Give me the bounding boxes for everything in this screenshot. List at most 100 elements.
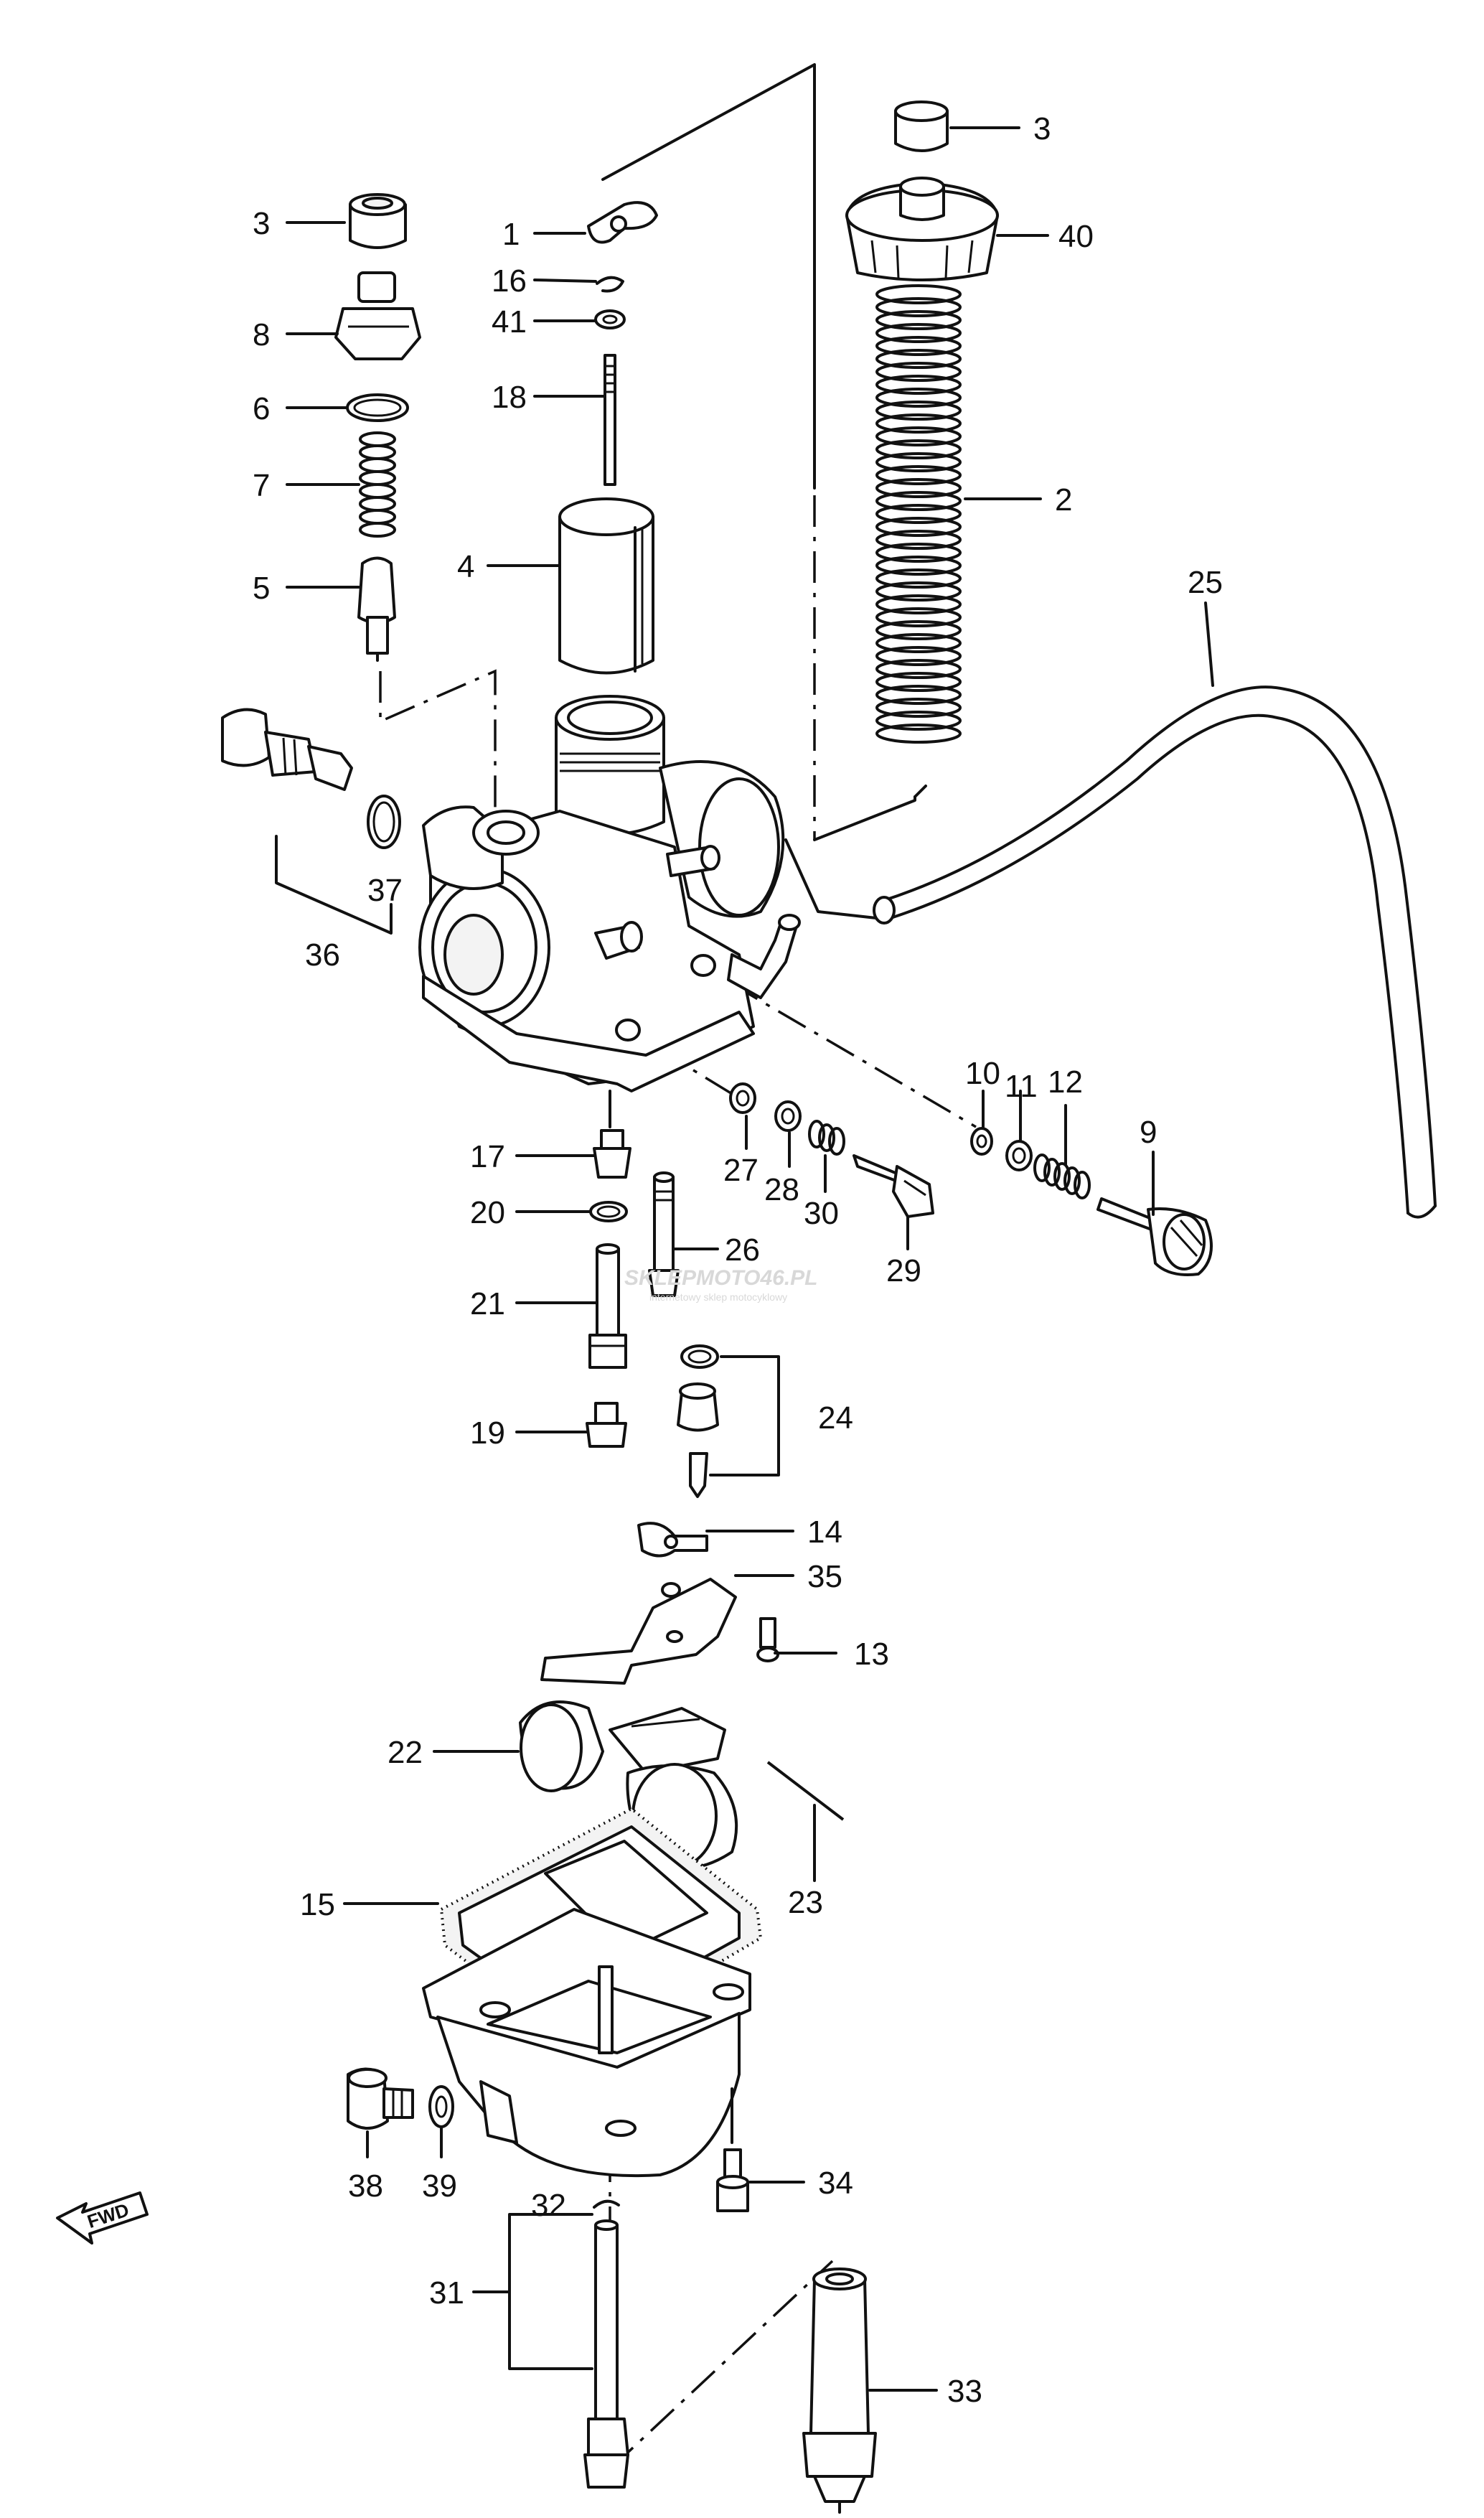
spring-coil bbox=[875, 633, 962, 653]
jet-17 bbox=[593, 1129, 631, 1179]
spring-coil bbox=[875, 310, 962, 330]
spring-coil bbox=[875, 362, 962, 382]
callout-12: 12 bbox=[1048, 1064, 1083, 1100]
spring-coil bbox=[875, 568, 962, 589]
callout-41: 41 bbox=[492, 304, 527, 340]
callout-15: 15 bbox=[300, 1887, 335, 1922]
clip-32 bbox=[593, 2199, 620, 2209]
callout-7: 7 bbox=[253, 468, 270, 503]
washer-39 bbox=[428, 2085, 454, 2128]
o-ring-20 bbox=[589, 1201, 628, 1222]
callout-21: 21 bbox=[470, 1286, 505, 1321]
callout-6: 6 bbox=[253, 391, 270, 426]
washer-27 bbox=[729, 1082, 756, 1114]
spring-coil bbox=[875, 465, 962, 485]
plate-35 bbox=[540, 1578, 737, 1685]
callout-26: 26 bbox=[725, 1232, 760, 1268]
callout-40: 40 bbox=[1058, 219, 1094, 254]
callout-5: 5 bbox=[253, 571, 270, 606]
air-screw-29 bbox=[853, 1154, 934, 1218]
spring-12 bbox=[1033, 1153, 1091, 1199]
spring-coil bbox=[875, 491, 962, 511]
callout-36: 36 bbox=[305, 937, 340, 973]
spring-coil bbox=[875, 543, 962, 563]
screw-34 bbox=[716, 2148, 749, 2212]
spring-coil bbox=[875, 685, 962, 705]
spring-coil bbox=[875, 517, 962, 537]
spring-coil bbox=[875, 672, 962, 692]
float-valve-24 bbox=[677, 1344, 780, 1498]
callout-19: 19 bbox=[470, 1415, 505, 1451]
callout-29: 29 bbox=[886, 1253, 921, 1288]
jet-holder-33 bbox=[802, 2267, 877, 2514]
spring-7 bbox=[359, 431, 396, 538]
callout-18: 18 bbox=[492, 380, 527, 415]
callout-9: 9 bbox=[1140, 1115, 1157, 1150]
washer-6 bbox=[346, 393, 409, 422]
callout-numbers: 3 8 6 7 5 1 16 41 18 4 3 40 2 25 37 36 1… bbox=[253, 111, 1223, 2409]
needle-set bbox=[587, 201, 658, 486]
spring-coil bbox=[875, 336, 962, 356]
watermark: SKLEPMOTO46.PL internetowy sklep motocyk… bbox=[624, 1266, 818, 1303]
starter-plunger-36 bbox=[221, 708, 353, 791]
float-arm-14 bbox=[637, 1522, 708, 1558]
idle-adjust-stack bbox=[334, 193, 421, 662]
throttle-spring-2 bbox=[875, 284, 962, 744]
callout-37: 37 bbox=[367, 873, 403, 908]
callout-38: 38 bbox=[348, 2168, 383, 2204]
spring-coil bbox=[875, 375, 962, 395]
spring-coil bbox=[875, 452, 962, 472]
clip-16 bbox=[596, 276, 624, 293]
callout-2: 2 bbox=[1055, 482, 1072, 518]
fuel-hose-25 bbox=[873, 685, 1437, 1219]
throttle-stop-screw-9 bbox=[1096, 1197, 1213, 1276]
svg-text:internetowy sklep motocyklowy: internetowy sklep motocyklowy bbox=[649, 1291, 787, 1303]
callout-3-right: 3 bbox=[1033, 111, 1051, 146]
spring-coil bbox=[875, 530, 962, 550]
spring-coil bbox=[875, 439, 962, 459]
drain-screw-38 bbox=[347, 2067, 414, 2130]
callout-30: 30 bbox=[804, 1196, 839, 1231]
callout-35: 35 bbox=[807, 1559, 842, 1594]
plunger-5 bbox=[357, 556, 396, 662]
callout-4: 4 bbox=[457, 549, 474, 584]
callout-39: 39 bbox=[422, 2168, 457, 2204]
callout-1: 1 bbox=[502, 217, 520, 252]
callout-25: 25 bbox=[1188, 565, 1223, 600]
spring-coil bbox=[875, 401, 962, 421]
float-pin-23 bbox=[766, 1761, 845, 1821]
spring-coil bbox=[875, 504, 962, 524]
callout-3-left: 3 bbox=[253, 206, 270, 241]
callout-34: 34 bbox=[818, 2166, 853, 2201]
needle-jet-21 bbox=[588, 1243, 627, 1369]
main-jet-19 bbox=[586, 1402, 627, 1448]
spring-coil bbox=[875, 297, 962, 317]
callout-22: 22 bbox=[388, 1735, 423, 1770]
callout-32: 32 bbox=[531, 2188, 566, 2223]
spring-coil bbox=[875, 659, 962, 679]
washer-10 bbox=[970, 1127, 993, 1156]
callout-leaders bbox=[286, 126, 1214, 2392]
top-cap-assembly bbox=[845, 100, 999, 744]
carburetor-body bbox=[418, 695, 801, 1128]
callout-17: 17 bbox=[470, 1139, 505, 1174]
callout-31: 31 bbox=[429, 2275, 464, 2311]
spring-30 bbox=[808, 1120, 845, 1156]
float-chamber-bowl bbox=[422, 1908, 751, 2178]
callout-27: 27 bbox=[723, 1153, 759, 1188]
throttle-valve-4 bbox=[558, 497, 654, 675]
pilot-jet-26 bbox=[648, 1171, 680, 1297]
spring-coil bbox=[875, 426, 962, 446]
spring-coil bbox=[875, 478, 962, 498]
spring-coil bbox=[875, 349, 962, 369]
nut-8 bbox=[357, 271, 396, 303]
callout-24: 24 bbox=[818, 1400, 853, 1436]
spring-coil bbox=[875, 620, 962, 640]
callout-14: 14 bbox=[807, 1515, 842, 1550]
spring-coil bbox=[875, 581, 962, 602]
callout-13: 13 bbox=[854, 1637, 889, 1672]
spring-coil bbox=[875, 724, 962, 744]
spring-coil bbox=[875, 698, 962, 718]
spring-coil bbox=[875, 388, 962, 408]
